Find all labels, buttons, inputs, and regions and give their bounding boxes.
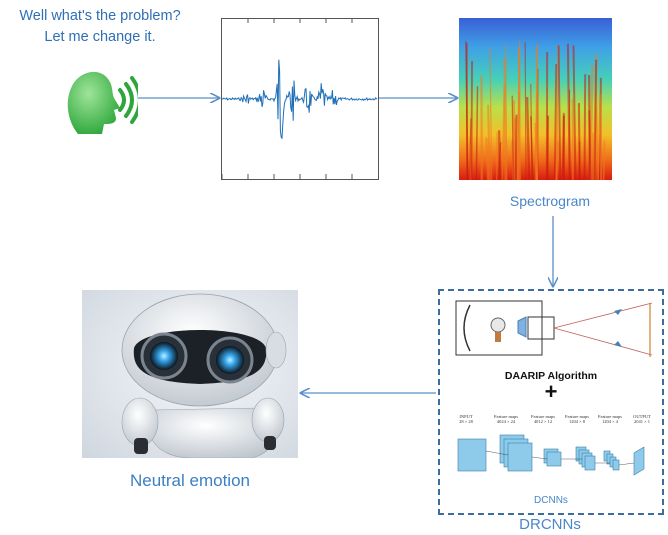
spectrogram-streak xyxy=(595,98,599,180)
spectrogram-streak xyxy=(571,99,574,180)
result-label: Neutral emotion xyxy=(129,471,250,490)
speech-line-1: Well what's the problem? xyxy=(19,8,181,24)
spectrogram-streak xyxy=(572,45,577,180)
daarip-label: DAARIP Algorithm xyxy=(504,370,598,382)
spectrogram-streak xyxy=(485,137,490,180)
dcnns-label: DCNNs xyxy=(534,495,568,506)
waveform-plot xyxy=(221,18,379,180)
spectrogram-streak xyxy=(525,96,531,180)
spectrogram-streak xyxy=(588,75,592,180)
spectrogram-streak xyxy=(487,104,491,180)
spectrogram-streak xyxy=(470,60,473,180)
spectrogram-streak xyxy=(534,123,538,180)
spectrogram-streak xyxy=(516,49,521,180)
spectrogram-streak xyxy=(511,95,515,180)
spectrogram-streak xyxy=(602,139,606,180)
spectrogram-streak xyxy=(555,141,560,180)
drcnns-label: DRCNNs xyxy=(519,516,581,533)
speech-line-2: Let me change it. xyxy=(44,29,156,45)
spectrogram-streak xyxy=(557,45,562,180)
spectrogram-streak xyxy=(593,59,598,180)
spectrogram-streak xyxy=(561,112,565,180)
speaking-head-icon xyxy=(67,71,138,134)
spectrogram-streak xyxy=(583,74,587,180)
spectrogram-streak xyxy=(530,116,534,180)
spectrogram-image xyxy=(459,18,612,180)
spectrogram-streak xyxy=(465,43,469,180)
spectrogram-label: Spectrogram xyxy=(509,193,591,209)
spectrogram-streak xyxy=(503,58,507,180)
spectrogram-streak xyxy=(498,142,502,180)
spectrogram-streak xyxy=(475,86,479,180)
spectrogram-streak xyxy=(524,42,527,180)
spectrogram-streak xyxy=(489,46,493,180)
speech-text: Well what's the problem? Let me change i… xyxy=(0,6,200,48)
spectrogram-streak xyxy=(514,114,518,180)
daarip-diagram xyxy=(455,300,653,357)
spectrogram-streak xyxy=(589,65,594,180)
spectrogram-streak xyxy=(505,44,508,180)
robot-illustration xyxy=(121,293,287,458)
robot-image xyxy=(82,290,298,458)
spectrogram-streak xyxy=(553,64,558,180)
cnn-architecture-diagram xyxy=(457,434,645,476)
spectrogram-streak xyxy=(546,115,550,180)
spectrogram-streak xyxy=(599,94,603,180)
plus-sign: + xyxy=(544,379,558,404)
spectrogram-streak xyxy=(577,103,581,180)
